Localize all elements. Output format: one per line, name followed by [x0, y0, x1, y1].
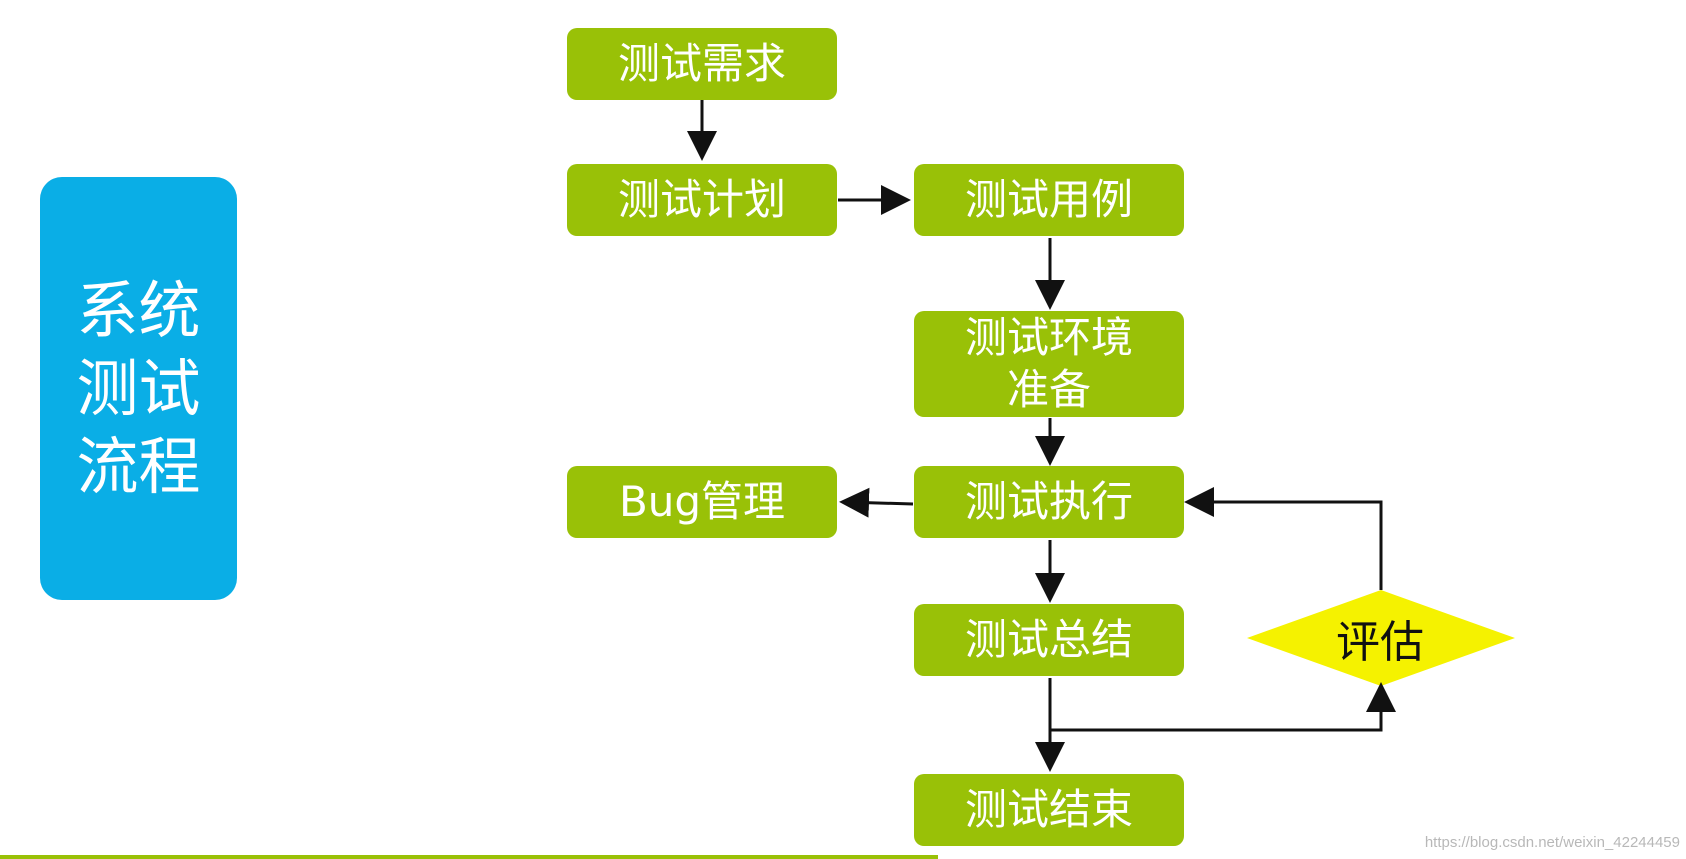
decision-label: 评估 — [1336, 617, 1424, 668]
bottom-rule — [0, 855, 938, 859]
step-requirements-label: 测试需求 — [617, 39, 786, 88]
step-execute: 测试执行 — [914, 466, 1184, 538]
step-end-label: 测试结束 — [964, 785, 1133, 834]
step-bug-label: Bug管理 — [618, 477, 786, 526]
step-env-label: 测试环境准备 — [964, 313, 1133, 414]
watermark: https://blog.csdn.net/weixin_42244459 — [1424, 834, 1680, 851]
step-bug: Bug管理 — [567, 466, 837, 538]
arrow-summary-to-decision — [1050, 682, 1396, 732]
step-env: 测试环境准备 — [914, 311, 1184, 417]
step-summary-label: 测试总结 — [964, 615, 1133, 664]
step-plan: 测试计划 — [567, 164, 837, 236]
arrow-execute-to-bug — [839, 487, 914, 518]
step-cases: 测试用例 — [914, 164, 1184, 236]
step-end: 测试结束 — [914, 774, 1184, 846]
flowchart-title-box: 系统测试流程 — [40, 177, 237, 600]
step-execute-label: 测试执行 — [964, 477, 1133, 526]
step-plan-label: 测试计划 — [617, 175, 786, 224]
flowchart-title: 系统测试流程 — [76, 273, 201, 503]
decision-diamond — [1247, 590, 1515, 686]
step-summary: 测试总结 — [914, 604, 1184, 676]
step-requirements: 测试需求 — [567, 28, 837, 100]
step-cases-label: 测试用例 — [964, 175, 1133, 224]
arrow-decision-to-execute — [1184, 487, 1383, 590]
